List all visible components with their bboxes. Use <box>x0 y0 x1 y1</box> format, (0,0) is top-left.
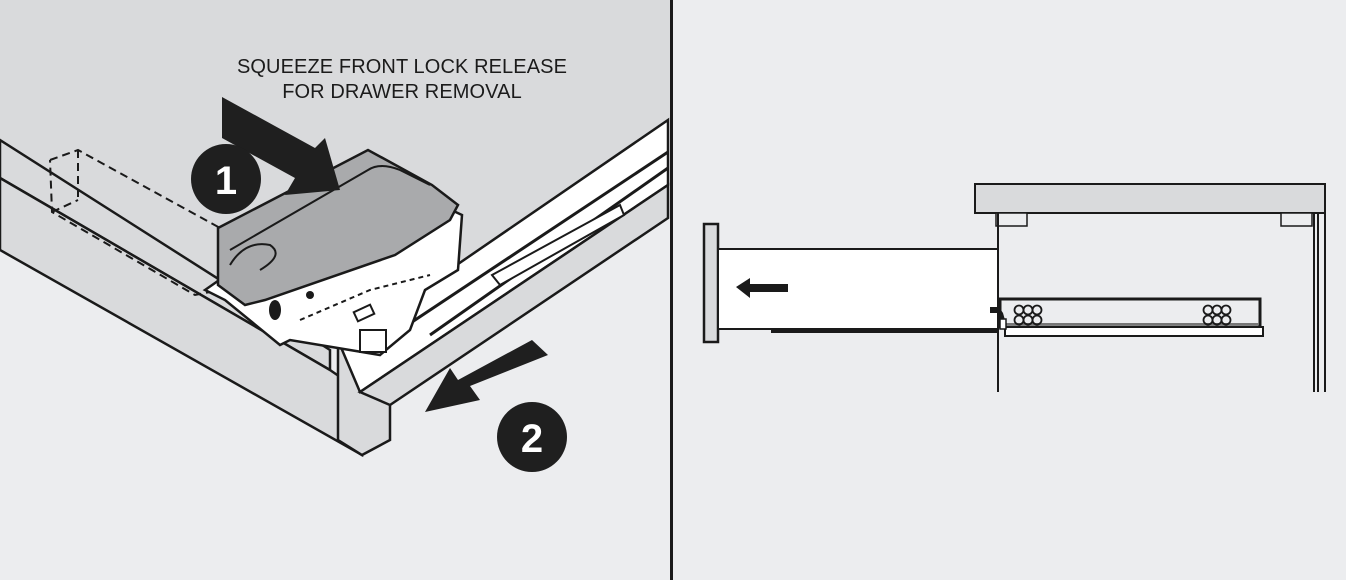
caption-line-2: FOR DRAWER REMOVAL <box>282 81 522 103</box>
front-lock-release-lever <box>216 148 460 307</box>
slide-rail-inner-face <box>357 182 670 407</box>
isometric-illustration: 1 2 <box>0 0 670 472</box>
drawer-front-panel <box>702 222 720 344</box>
slide-rail-tab <box>490 203 626 287</box>
cabinet-top <box>974 183 1326 214</box>
side-view-illustration <box>702 183 1326 392</box>
arrow-left-icon <box>736 278 788 298</box>
left-panel-isometric-view: 1 2 SQUEEZE FRONT LOCK RELEASE FOR DRAWE… <box>0 0 670 580</box>
arrow-down-right-icon <box>222 97 340 195</box>
step-2-badge: 2 <box>497 402 567 472</box>
right-panel-side-view <box>673 0 1346 580</box>
slide-latch <box>990 307 1005 320</box>
ball-bearings-front <box>1013 304 1043 326</box>
caption-line-1: SQUEEZE FRONT LOCK RELEASE <box>236 56 568 78</box>
arrow-down-left-icon <box>425 340 548 412</box>
step-2-number: 2 <box>521 417 543 461</box>
ball-bearings-rear <box>1202 304 1232 326</box>
step-1-badge: 1 <box>191 144 261 214</box>
step-1-number: 1 <box>215 159 237 203</box>
instruction-caption: SQUEEZE FRONT LOCK RELEASE FOR DRAWER RE… <box>200 55 604 105</box>
slide-rail <box>998 297 1262 329</box>
panel-divider <box>670 0 673 580</box>
